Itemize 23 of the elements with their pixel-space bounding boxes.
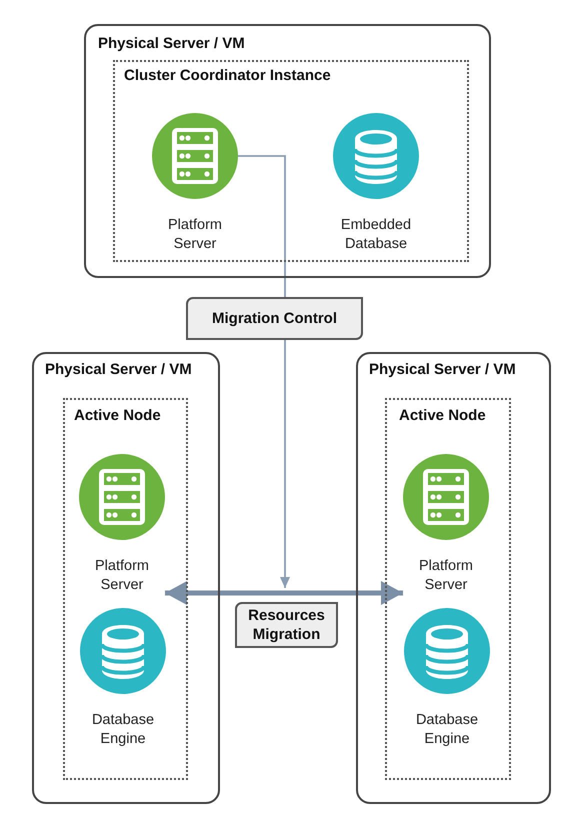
node-label: Platform Server bbox=[94, 557, 150, 595]
frame-title: Physical Server / VM bbox=[45, 361, 192, 378]
dotted-group bbox=[385, 398, 511, 780]
node-label: Database Engine bbox=[414, 711, 480, 749]
server-frame bbox=[356, 352, 551, 804]
dotted-group bbox=[113, 60, 469, 262]
dotted-group bbox=[63, 398, 188, 780]
server-frame bbox=[32, 352, 220, 804]
arrow bbox=[280, 340, 290, 588]
node-label: Database Engine bbox=[90, 711, 156, 749]
server-frame bbox=[84, 24, 491, 278]
group-title: Active Node bbox=[74, 407, 161, 424]
frame-title: Physical Server / VM bbox=[98, 35, 245, 52]
arrow bbox=[165, 581, 403, 605]
label-box: Resources Migration bbox=[235, 602, 338, 648]
group-title: Cluster Coordinator Instance bbox=[124, 67, 331, 84]
node-label: Platform Server bbox=[167, 216, 223, 254]
frame-title: Physical Server / VM bbox=[369, 361, 516, 378]
group-title: Active Node bbox=[399, 407, 486, 424]
connector-line bbox=[238, 155, 286, 297]
label-box: Migration Control bbox=[186, 297, 363, 340]
node-label: Platform Server bbox=[418, 557, 474, 595]
node-label: Embedded Database bbox=[340, 216, 412, 254]
